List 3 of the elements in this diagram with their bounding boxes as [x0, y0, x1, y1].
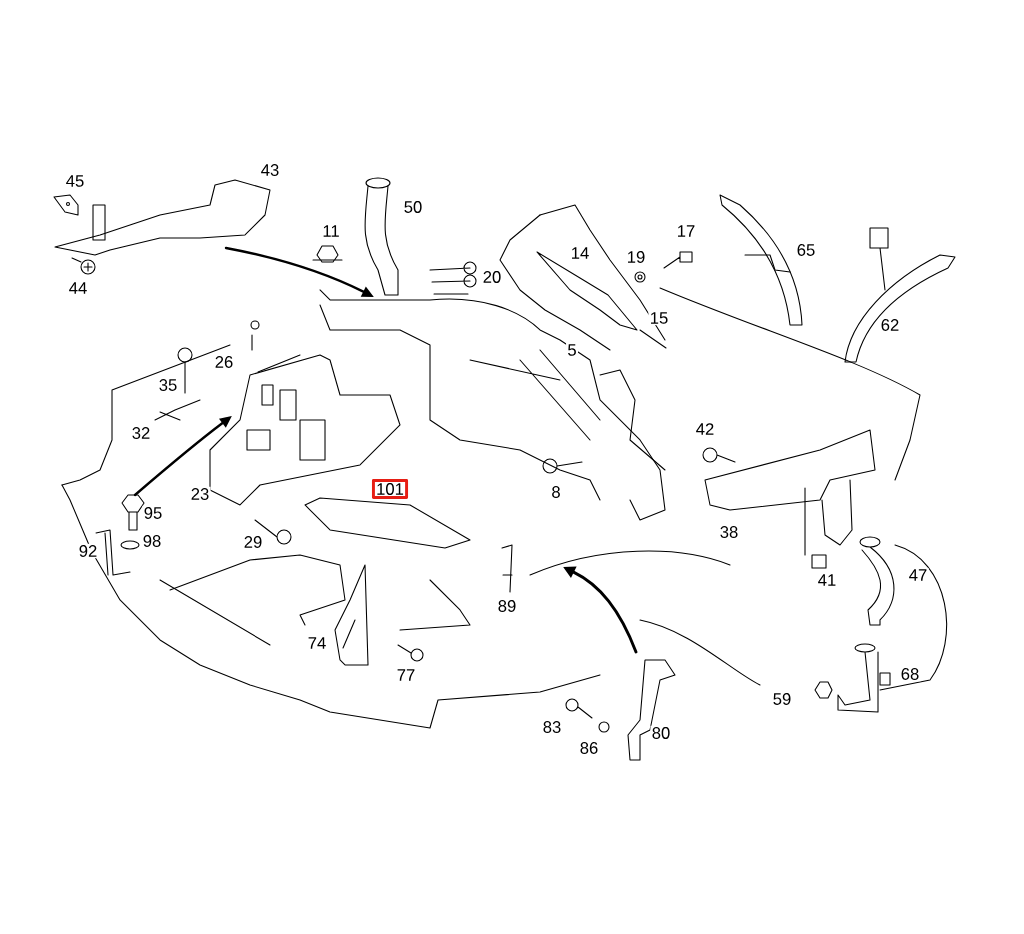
callout-number: 5: [566, 342, 578, 358]
callout-number: 8: [550, 484, 562, 500]
callout-box: 101: [371, 478, 409, 500]
